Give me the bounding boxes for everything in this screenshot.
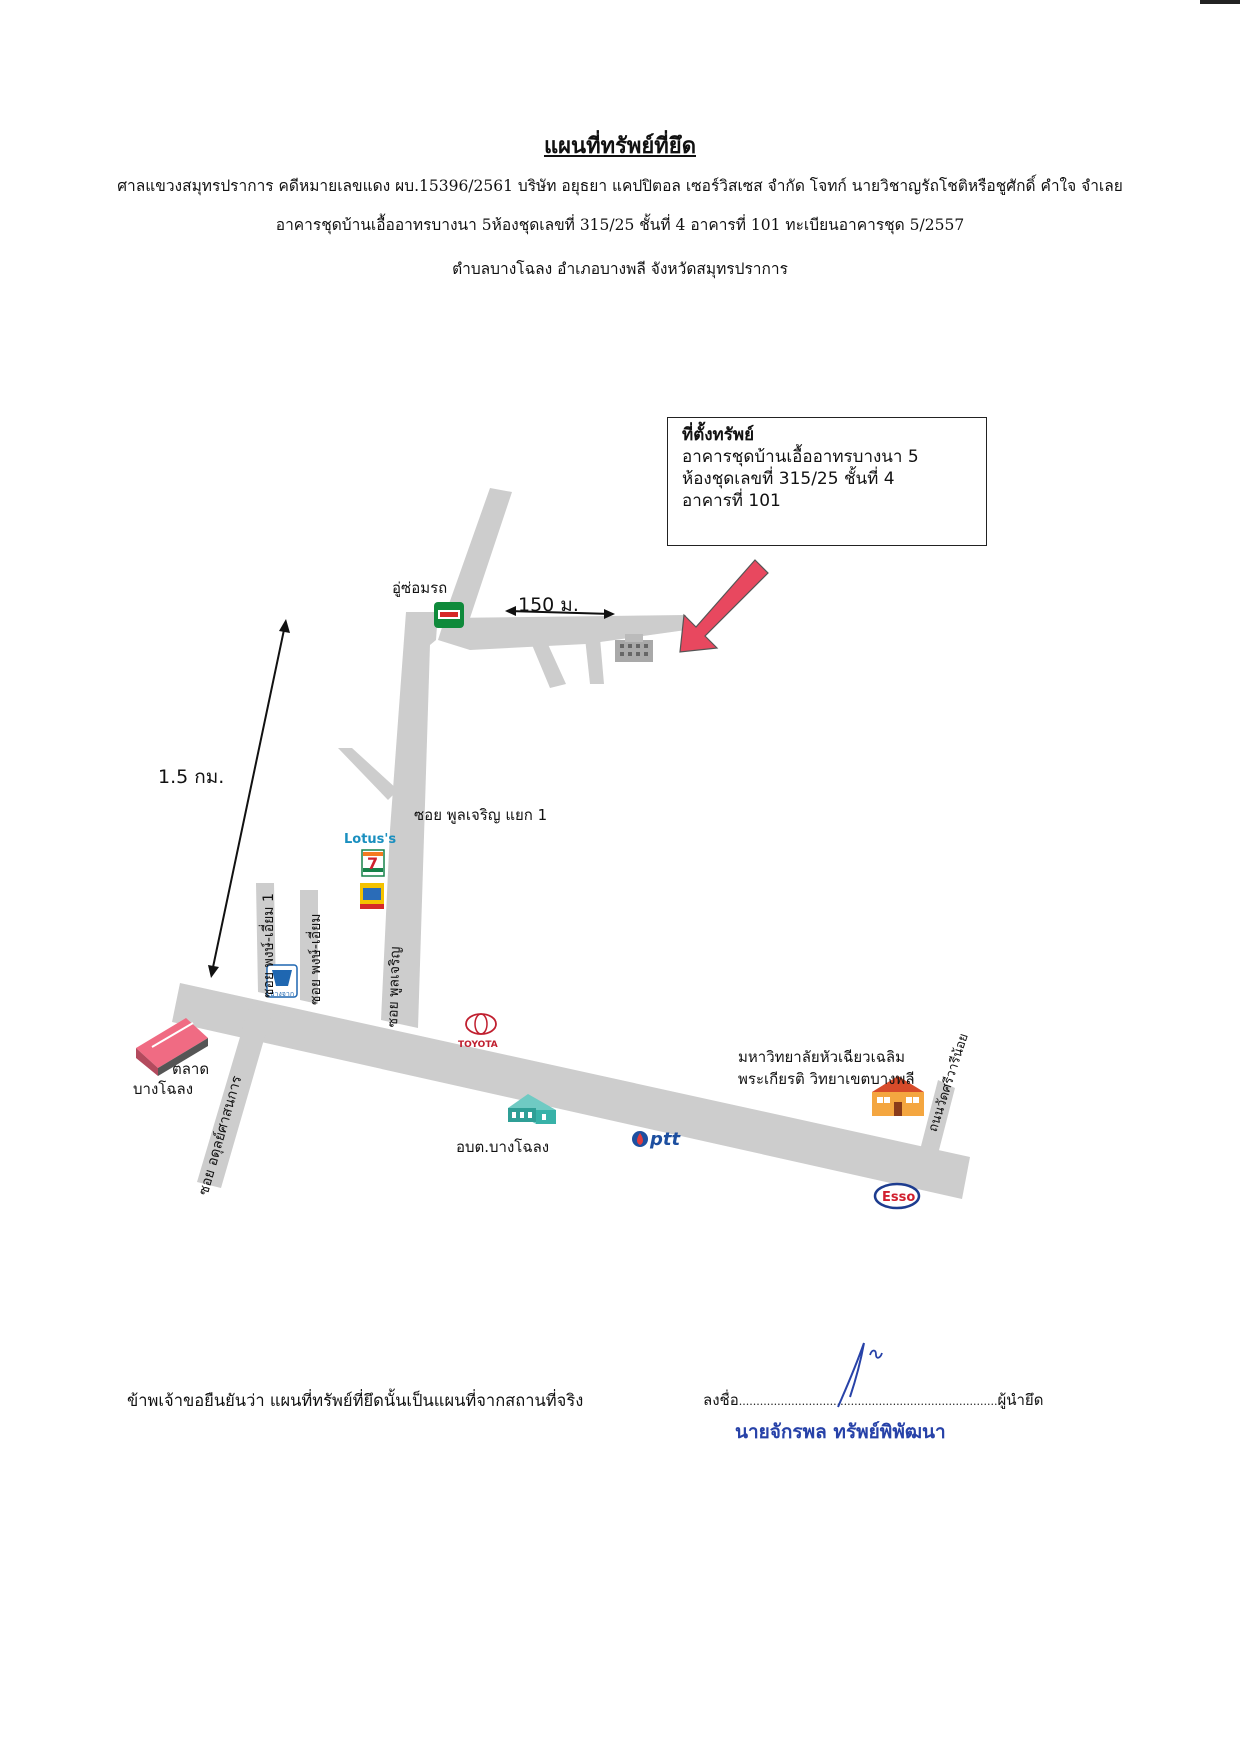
soi-phunlacharoen-label: ซอย พูลเจริญ — [384, 946, 404, 1028]
property-line: อาคารชุดบ้านเอื้ออาทรบางนา 5ห้องชุดเลขที… — [275, 216, 965, 234]
main-road — [172, 983, 970, 1199]
signature-suffix: ผู้นำยึด — [997, 1391, 1044, 1409]
distance-1500-label: 1.5 กม. — [158, 766, 225, 788]
confirmation-statement: ข้าพเจ้าขอยืนยันว่า แผนที่ทรัพย์ที่ยึดนั… — [127, 1391, 584, 1410]
location-map: Lotus's 7 บางจาก TOYOTA — [136, 488, 970, 1210]
connector-road-2 — [585, 638, 604, 684]
soi-phunlacharoen-road — [381, 612, 431, 1028]
svg-text:Lotus's: Lotus's — [344, 832, 396, 847]
branch-road — [338, 748, 398, 800]
repair-shop-icon — [434, 602, 464, 628]
property-location-callout: ที่ตั้งทรัพย์ อาคารชุดบ้านเอื้ออาทรบางนา… — [667, 417, 987, 546]
soi-phongsa-iam-label: ซอย พงษ์-เอี่ยม — [308, 913, 324, 1005]
market-icon — [136, 1018, 208, 1076]
case-line: ศาลแขวงสมุทรปราการ คดีหมายเลขแดง ผบ.1539… — [117, 177, 1123, 195]
signature-prefix: ลงชื่อ — [703, 1391, 739, 1409]
ptt-logo-icon: ptt — [632, 1129, 681, 1150]
svg-text:ptt: ptt — [649, 1129, 681, 1150]
document-title: แผนที่ทรัพย์ที่ยึด — [543, 133, 696, 159]
toyota-logo-icon: TOYOTA — [458, 1013, 498, 1050]
university-label-line2: พระเกียรติ วิทยาเขตบางพลี — [738, 1070, 915, 1088]
market-label-line1: ตลาด — [172, 1060, 210, 1078]
esso-logo-icon: Esso — [873, 1182, 921, 1210]
lotus-logo-icon: Lotus's — [344, 832, 396, 847]
gas-station-icon — [360, 883, 384, 909]
connector-road-1 — [530, 640, 566, 688]
repair-shop-label: อู่ซ่อมรถ — [392, 579, 448, 597]
svg-text:7: 7 — [367, 854, 378, 873]
distance-150-arrow — [505, 606, 615, 619]
officer-name: นายจักรพล ทรัพย์พิพัฒนา — [735, 1421, 946, 1443]
pointer-arrow — [679, 559, 769, 653]
condo-building-icon — [615, 634, 653, 662]
junction-road — [412, 612, 438, 660]
callout-title: ที่ตั้งทรัพย์ — [682, 425, 755, 445]
callout-line: อาคารที่ 101 — [682, 491, 781, 511]
handwritten-signature — [837, 1342, 883, 1408]
distance-150-label: 150 ม. — [518, 594, 579, 616]
tambon-office-label: อบต.บางโฉลง — [456, 1138, 550, 1156]
university-icon — [872, 1076, 924, 1116]
signature-line: ลงชื่อ..................................… — [703, 1388, 1043, 1412]
location-line: ตำบลบางโฉลง อำเภอบางพลี จังหวัดสมุทรปราก… — [452, 260, 788, 278]
market-label-line2: บางโฉลง — [133, 1080, 194, 1098]
distance-1500-arrow — [208, 619, 290, 978]
svg-text:Esso: Esso — [882, 1190, 915, 1205]
tambon-office-icon — [508, 1094, 556, 1124]
soi-atthayut-road — [197, 1000, 274, 1188]
signature-dots: ........................................… — [738, 1395, 998, 1408]
bangchak-logo-icon: บางจาก — [266, 964, 298, 998]
soi-phongsa-iam-1-label: ซอย พงษ์-เอี่ยม 1 — [261, 893, 277, 998]
scan-edge-mark — [1200, 0, 1240, 4]
soi-phongsa-iam-road — [300, 890, 318, 1004]
callout-line: ห้องชุดเลขที่ 315/25 ชั้นที่ 4 — [682, 469, 895, 489]
callout-line: อาคารชุดบ้านเอื้ออาทรบางนา 5 — [682, 447, 919, 467]
svg-text:บางจาก: บางจาก — [270, 990, 294, 998]
svg-text:TOYOTA: TOYOTA — [458, 1040, 498, 1050]
wat-sri-wa-noi-road — [920, 1080, 955, 1154]
soi-phunlacharoen-1-road — [438, 615, 686, 650]
seven-eleven-icon: 7 — [361, 849, 385, 877]
university-label-line1: มหาวิทยาลัยหัวเฉียวเฉลิม — [738, 1048, 905, 1066]
north-road — [444, 488, 512, 624]
soi-phunlacharoen-1-label: ซอย พูลเจริญ แยก 1 — [414, 806, 548, 824]
